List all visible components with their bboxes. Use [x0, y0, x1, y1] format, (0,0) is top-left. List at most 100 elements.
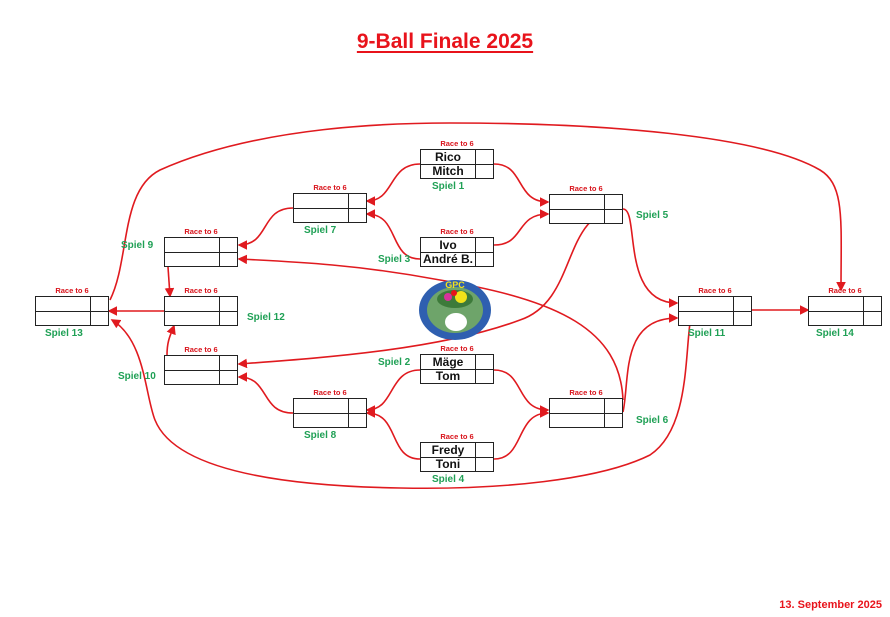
connector: [365, 408, 421, 460]
score-cell[interactable]: [220, 252, 237, 266]
connector: [166, 324, 176, 356]
race-label: Race to 6: [828, 286, 862, 295]
race-label: Race to 6: [569, 184, 603, 193]
player-name: [679, 297, 734, 311]
score-cell[interactable]: [605, 195, 622, 209]
score-cell[interactable]: [605, 413, 622, 427]
score-cell[interactable]: [349, 194, 366, 208]
score-cell[interactable]: [220, 370, 237, 384]
score-cell[interactable]: [734, 297, 751, 311]
score-cell[interactable]: [349, 413, 366, 427]
svg-text:GPC: GPC: [445, 280, 465, 290]
match-box: [808, 296, 882, 326]
player-name: [550, 195, 605, 209]
connector: [622, 313, 679, 413]
race-label: Race to 6: [313, 388, 347, 397]
spiel-label: Spiel 3: [378, 254, 411, 265]
connector: [365, 163, 421, 206]
spiel-label: Spiel 14: [816, 328, 854, 339]
race-label: Race to 6: [184, 286, 218, 295]
title-text: 9-Ball Finale 2025: [356, 30, 534, 53]
score-cell[interactable]: [476, 252, 493, 266]
race-label: Race to 6: [569, 388, 603, 397]
score-cell[interactable]: [476, 150, 493, 164]
spiel-label: Spiel 4: [432, 474, 465, 485]
match-box: [35, 296, 109, 326]
score-cell[interactable]: [220, 297, 237, 311]
race-label: Race to 6: [313, 183, 347, 192]
score-cell[interactable]: [476, 443, 493, 457]
match-box: Rico Mitch: [420, 149, 494, 179]
spiel-label: Spiel 11: [688, 328, 726, 339]
spiel-label: Spiel 13: [45, 328, 83, 339]
match-box: [293, 193, 367, 223]
score-cell[interactable]: [220, 311, 237, 325]
connector: [622, 208, 679, 308]
match-box: Fredy Toni: [420, 442, 494, 472]
connector: [237, 208, 624, 369]
score-cell[interactable]: [476, 457, 493, 471]
race-label: Race to 6: [698, 286, 732, 295]
spiel-label: Spiel 2: [378, 357, 411, 368]
connector: [110, 319, 691, 490]
score-cell[interactable]: [349, 399, 366, 413]
connector: [365, 369, 421, 415]
player-name: André B.: [421, 252, 476, 266]
match-box: [549, 194, 623, 224]
race-label: Race to 6: [440, 227, 474, 236]
score-cell[interactable]: [864, 297, 881, 311]
spiel-label: Spiel 12: [247, 312, 285, 323]
player-name: [294, 208, 349, 222]
connector: [493, 163, 550, 207]
spiel-label: Spiel 7: [304, 225, 337, 236]
connector: [164, 266, 175, 298]
player-name: Toni: [421, 457, 476, 471]
race-label: Race to 6: [440, 344, 474, 353]
spiel-label: Spiel 6: [636, 415, 669, 426]
score-cell[interactable]: [476, 355, 493, 369]
player-name: Ivo: [421, 238, 476, 252]
spiel-label: Spiel 9: [121, 240, 154, 251]
player-name: Mitch: [421, 164, 476, 178]
player-name: [36, 311, 91, 325]
connector: [237, 207, 294, 250]
player-name: [809, 297, 864, 311]
player-name: [809, 311, 864, 325]
score-cell[interactable]: [349, 208, 366, 222]
player-name: Rico: [421, 150, 476, 164]
player-name: [294, 413, 349, 427]
spiel-label: Spiel 8: [304, 430, 337, 441]
player-name: [165, 311, 220, 325]
spiel-label: Spiel 10: [118, 371, 156, 382]
race-label: Race to 6: [440, 139, 474, 148]
connector: [365, 209, 421, 260]
player-name: Mäge: [421, 355, 476, 369]
player-name: [550, 413, 605, 427]
club-logo-icon: GPC: [419, 280, 491, 340]
player-name: [165, 297, 220, 311]
match-box: [549, 398, 623, 428]
score-cell[interactable]: [91, 297, 108, 311]
match-box: [678, 296, 752, 326]
score-cell[interactable]: [605, 399, 622, 413]
race-label: Race to 6: [440, 432, 474, 441]
player-name: [550, 399, 605, 413]
score-cell[interactable]: [864, 311, 881, 325]
score-cell[interactable]: [734, 311, 751, 325]
page-title: 9-Ball Finale 2025: [0, 30, 890, 54]
match-box: [164, 237, 238, 267]
score-cell[interactable]: [476, 369, 493, 383]
connector: [493, 209, 550, 246]
player-name: [294, 194, 349, 208]
score-cell[interactable]: [91, 311, 108, 325]
player-name: [165, 252, 220, 266]
match-box: Ivo André B.: [420, 237, 494, 267]
score-cell[interactable]: [476, 238, 493, 252]
match-box: Mäge Tom: [420, 354, 494, 384]
race-label: Race to 6: [184, 345, 218, 354]
score-cell[interactable]: [220, 356, 237, 370]
score-cell[interactable]: [476, 164, 493, 178]
score-cell[interactable]: [220, 238, 237, 252]
score-cell[interactable]: [605, 209, 622, 223]
connector: [493, 408, 550, 460]
